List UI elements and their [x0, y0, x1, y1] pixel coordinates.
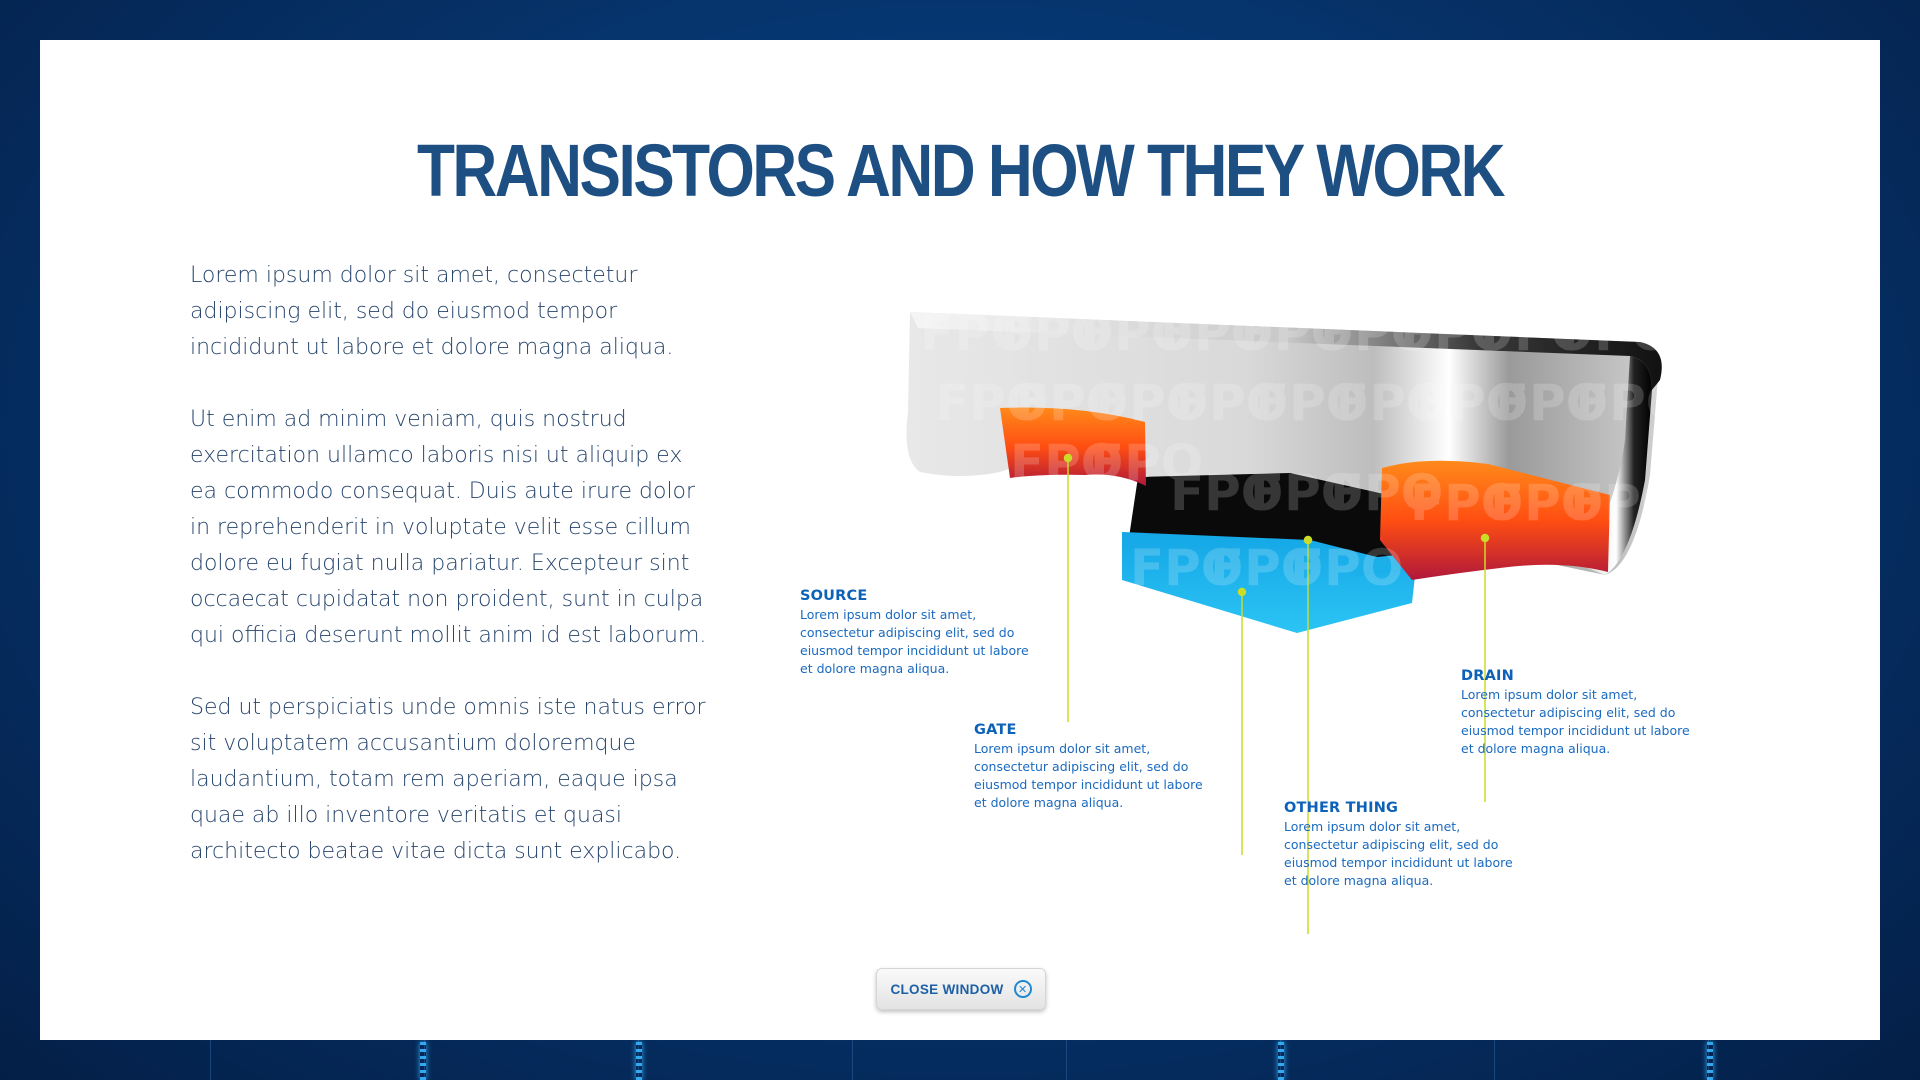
fpo-watermark: FPO FPO FPO FPO FPO FPO FPO FPO FPO FPO …: [920, 304, 1688, 597]
drain-block: [1380, 460, 1610, 580]
callout-text: Lorem ipsum dolor sit amet, consectetur …: [1284, 819, 1513, 888]
background-line: [1494, 1040, 1495, 1080]
fpo-watermark-text: FPO: [1250, 464, 1363, 522]
background-glow: [1707, 1042, 1713, 1080]
fpo-watermark-text: FPO: [1410, 474, 1523, 532]
modal-window: TRANSISTORS AND HOW THEY WORK Lorem ipsu…: [40, 40, 1880, 1040]
callout-heading: GATE: [974, 722, 1017, 738]
callout-heading: DRAIN: [1461, 668, 1514, 684]
fpo-watermark-text: FPO: [1570, 474, 1683, 532]
close-window-label: CLOSE WINDOW: [890, 981, 1004, 997]
paragraph: Ut enim ad minim veniam, quis nostrud ex…: [190, 407, 707, 648]
source-block: [1000, 407, 1146, 486]
fpo-watermark-text: FPO: [1330, 464, 1443, 522]
channel-block: [1122, 532, 1416, 633]
fpo-watermark-text: FPO: [1495, 374, 1608, 432]
drain-leader-dot: [1480, 533, 1490, 543]
fpo-watermark-text: FPO: [1175, 374, 1288, 432]
fpo-watermark-text: FPO: [1335, 374, 1448, 432]
fpo-watermark-text: FPO: [1130, 539, 1243, 597]
callout-text: Lorem ipsum dolor sit amet, consectetur …: [1461, 687, 1690, 756]
shell-top-edge: [910, 312, 1662, 390]
fpo-watermark-text: FPO: [1575, 374, 1688, 432]
paragraph: Lorem ipsum dolor sit amet, consectetur …: [190, 263, 674, 360]
fpo-watermark-text: FPO: [1480, 304, 1593, 362]
callout-other-thing: OTHER THING Lorem ipsum dolor sit amet, …: [1284, 800, 1514, 890]
fpo-watermark-text: FPO: [1090, 434, 1203, 492]
fpo-watermark-text: FPO: [1080, 304, 1193, 362]
fpo-watermark-text: FPO: [1400, 304, 1513, 362]
callout-gate: GATE Lorem ipsum dolor sit amet, consect…: [974, 722, 1204, 812]
callout-heading: OTHER THING: [1284, 800, 1399, 816]
background-lines: [0, 1040, 1920, 1080]
fpo-watermark-text: FPO: [1490, 474, 1603, 532]
callout-source: SOURCE Lorem ipsum dolor sit amet, conse…: [800, 588, 1030, 678]
background-line: [1066, 1040, 1067, 1080]
fpo-watermark-text: FPO: [1000, 304, 1113, 362]
fpo-watermark-text: FPO: [1560, 304, 1673, 362]
other-leader-dot: [1303, 535, 1313, 545]
close-circle-icon: ✕: [1013, 980, 1032, 998]
fpo-watermark-text: FPO: [1210, 539, 1323, 597]
fpo-watermark-text: FPO: [1015, 374, 1128, 432]
fpo-watermark-text: FPO: [1170, 464, 1283, 522]
gate-leader-dot: [1237, 587, 1247, 597]
paragraph: Sed ut perspiciatis unde omnis iste natu…: [190, 695, 706, 864]
fpo-watermark-text: FPO: [1095, 374, 1208, 432]
background-glow: [1278, 1042, 1284, 1080]
fpo-watermark-text: FPO: [1415, 374, 1528, 432]
callout-heading: SOURCE: [800, 588, 868, 604]
background-glow: [420, 1042, 426, 1080]
close-window-button[interactable]: CLOSE WINDOW ✕: [876, 968, 1046, 1010]
background-glow: [636, 1042, 642, 1080]
fpo-watermark-text: FPO: [1160, 304, 1273, 362]
fpo-watermark-text: FPO: [1240, 304, 1353, 362]
fpo-watermark-text: FPO: [920, 304, 1033, 362]
callout-drain: DRAIN Lorem ipsum dolor sit amet, consec…: [1461, 668, 1691, 758]
shell-right-face: [1580, 356, 1652, 575]
fpo-watermark-text: FPO: [1010, 434, 1123, 492]
background-line: [210, 1040, 211, 1080]
fpo-watermark-text: FPO: [1290, 539, 1403, 597]
fpo-watermark-text: FPO: [1255, 374, 1368, 432]
fpo-watermark-text: FPO: [1320, 304, 1433, 362]
fpo-watermark-text: FPO: [935, 374, 1048, 432]
body-text: Lorem ipsum dolor sit amet, consectetur …: [190, 258, 710, 906]
page-title: TRANSISTORS AND HOW THEY WORK: [416, 129, 1506, 212]
callout-text: Lorem ipsum dolor sit amet, consectetur …: [800, 607, 1029, 676]
callout-text: Lorem ipsum dolor sit amet, consectetur …: [974, 741, 1203, 810]
background-line: [852, 1040, 853, 1080]
source-leader-dot: [1063, 453, 1073, 463]
transistor-diagram: FPO FPO FPO FPO FPO FPO FPO FPO FPO FPO …: [906, 304, 1688, 934]
